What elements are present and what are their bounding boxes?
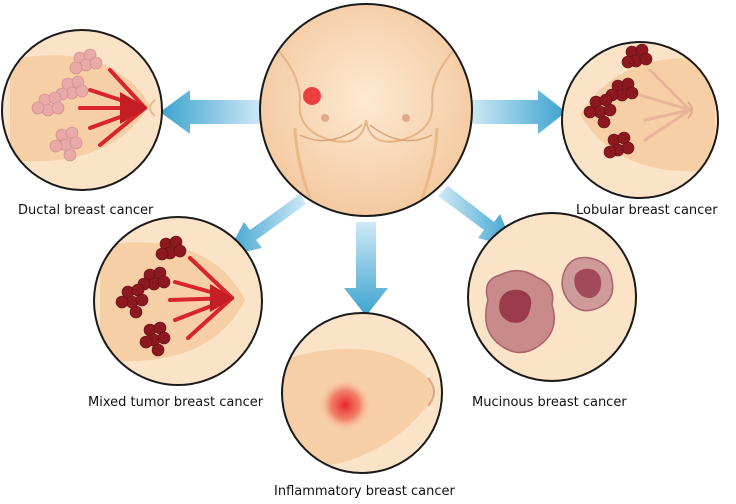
arrow-to-inflammatory [344,222,388,316]
torso-illustration [259,3,473,217]
ductal-panel [1,29,163,191]
ductal-label: Ductal breast cancer [18,203,154,218]
mucinous-label: Mucinous breast cancer [472,395,627,410]
lobular-label: Lobular breast cancer [576,203,718,218]
arrow-to-mucinous [438,186,514,248]
inflammatory-label: Inflammatory breast cancer [274,484,455,499]
arrow-to-ductal [160,90,262,134]
arrow-to-lobular [470,90,566,134]
inflammation-spot [319,379,371,431]
mixed-tumor-label: Mixed tumor breast cancer [88,395,264,410]
arrow-to-mixed [226,194,306,256]
mucinous-panel [467,212,637,382]
inflammatory-panel [281,312,443,474]
lobular-panel [561,41,719,199]
mixed-tumor-panel [93,216,263,386]
tumor-spot [303,87,321,105]
